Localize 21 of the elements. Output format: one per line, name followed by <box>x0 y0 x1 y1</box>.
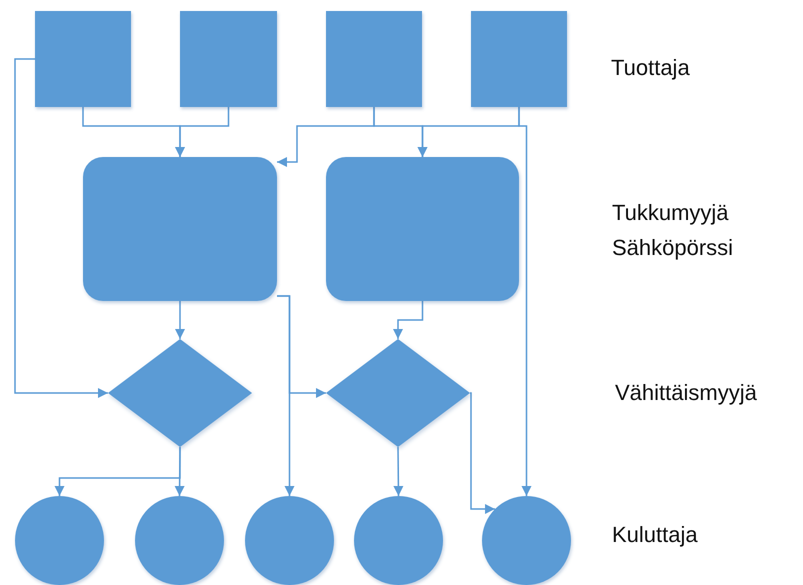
arrow <box>518 107 532 496</box>
arrow <box>175 107 230 157</box>
rounded-box <box>326 157 519 301</box>
level-label: Tukkumyyjä Sähköpörssi <box>612 199 734 262</box>
process-box <box>180 11 277 107</box>
level-label: Tuottaja <box>611 54 691 82</box>
process-box <box>35 11 131 107</box>
process-box <box>471 11 567 107</box>
process-box <box>326 11 422 107</box>
arrow <box>14 58 108 398</box>
rounded-box <box>83 157 277 301</box>
level-label: Kuluttaja <box>612 521 699 549</box>
arrow <box>470 392 496 514</box>
end-circle <box>482 496 571 585</box>
arrow <box>54 447 181 496</box>
arrow <box>393 301 424 339</box>
level-label: Vähittäismyyjä <box>615 379 758 407</box>
arrow <box>174 447 185 496</box>
arrow <box>175 301 185 339</box>
arrow <box>277 295 326 398</box>
arrow <box>393 447 404 496</box>
